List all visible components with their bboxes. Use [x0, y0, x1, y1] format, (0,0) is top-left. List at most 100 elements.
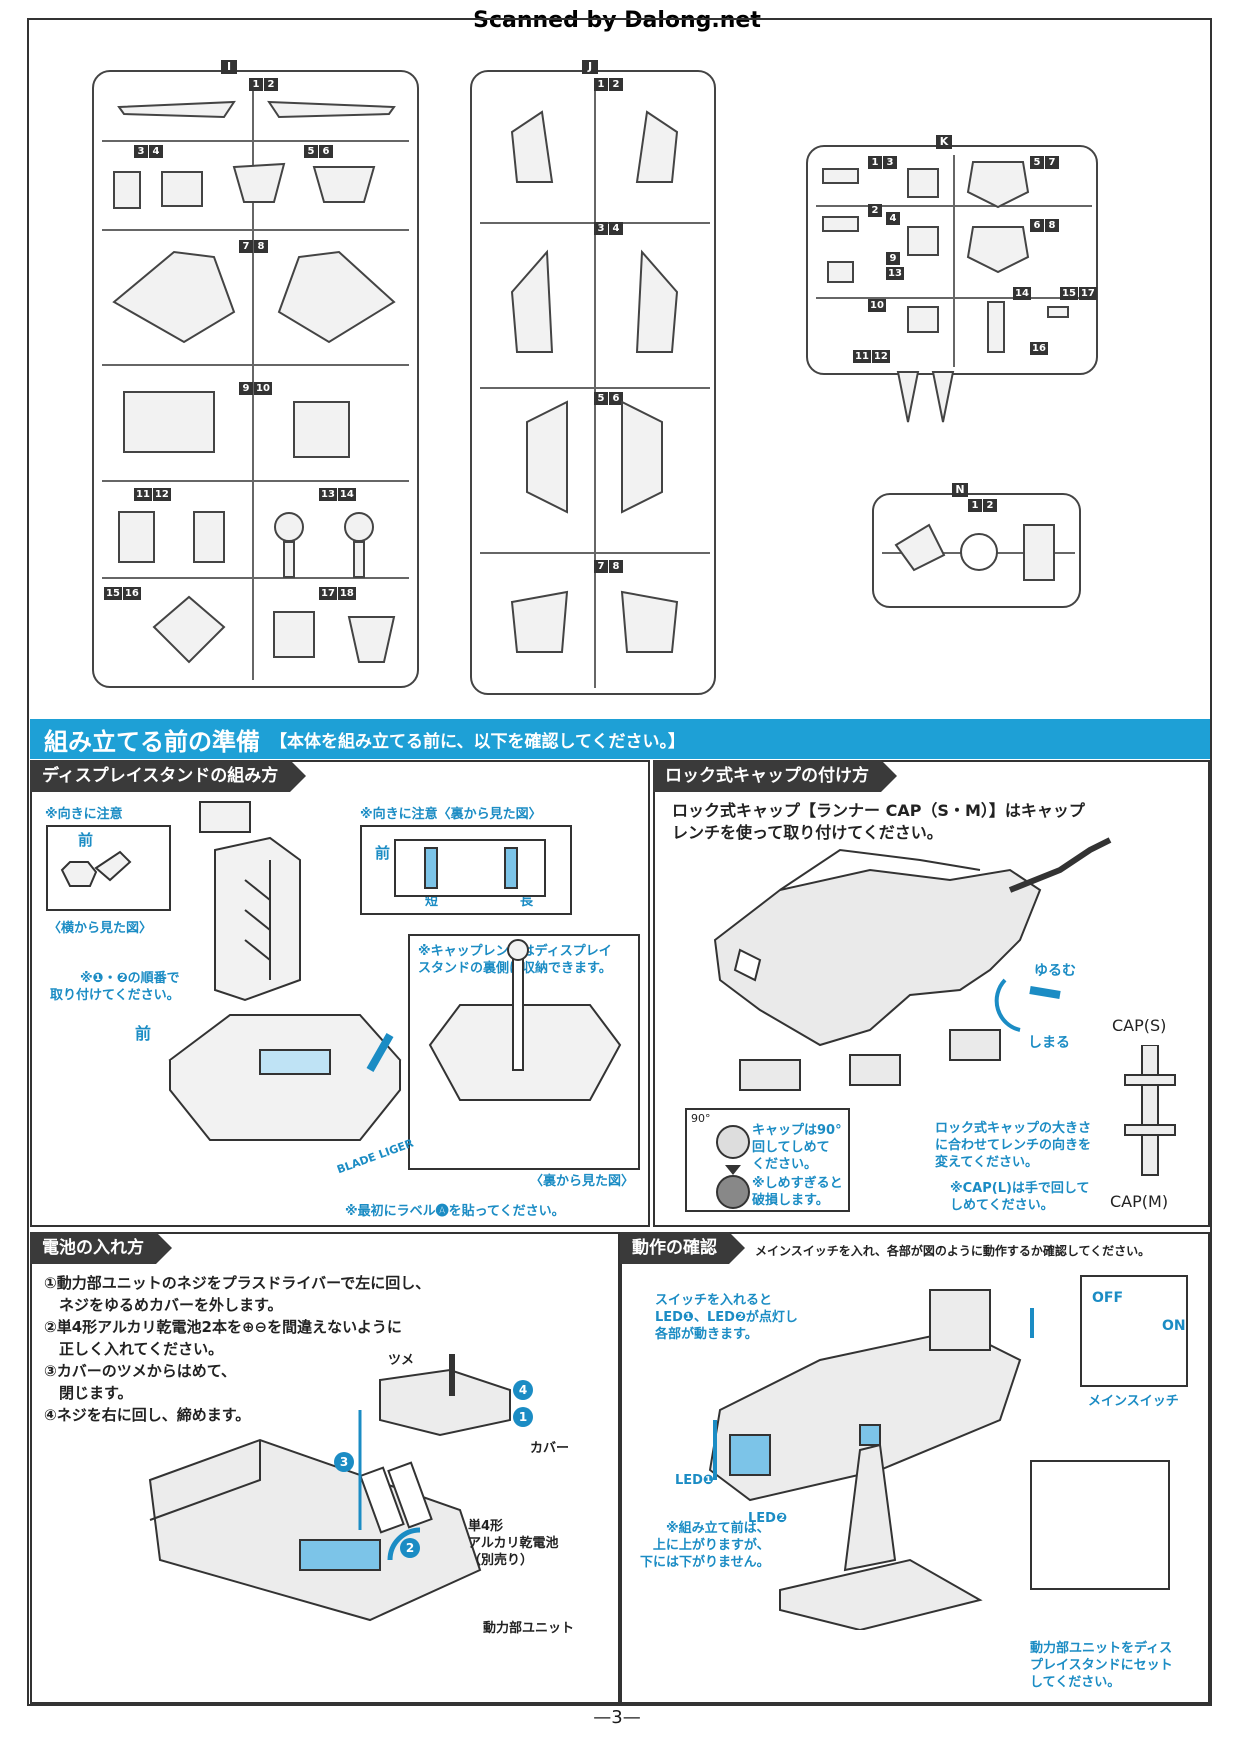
back-view-front: 前: [375, 844, 391, 862]
label-note: ※最初にラベル🅐を貼ってください。: [345, 1204, 565, 1219]
page-number: —3—: [593, 1707, 641, 1728]
battery-section: [30, 1232, 620, 1704]
runner-label-j: J: [582, 60, 598, 74]
part-tag-k-13: 13: [886, 267, 904, 280]
led2-label: LED❷: [748, 1511, 787, 1526]
preparation-banner: 組み立てる前の準備 【本体を組み立てる前に、以下を確認してください。】: [30, 719, 1210, 759]
part-tag-k-4: 4: [886, 212, 900, 225]
lockcap-text: ロック式キャップ【ランナー CAP（S・M）】はキャップ レンチを使って取り付け…: [672, 801, 1085, 842]
part-tag-k-2: 2: [868, 204, 882, 217]
battery-step-marker-3: 3: [334, 1452, 354, 1472]
battery-step-marker-4: 4: [513, 1380, 533, 1400]
tighten-label: しまる: [1028, 1035, 1070, 1051]
side-view-front: 前: [78, 831, 94, 849]
led1-label: LED❶: [675, 1473, 714, 1488]
rotate-note-box: [685, 1108, 850, 1212]
runner-label-i: I: [221, 60, 237, 74]
back-view-box: [360, 825, 572, 915]
runner-j-parts-illustration: [510, 110, 679, 653]
lockcap-section-title: ロック式キャップの付け方: [653, 760, 897, 792]
lockcap-section: [653, 760, 1210, 1227]
back-view-caption: 〈裏から見た図〉: [530, 1174, 635, 1189]
page-frame: [27, 18, 1212, 1706]
operation-section: [620, 1232, 1210, 1704]
power-unit-stand-illustration: [708, 1289, 1034, 1630]
operation-section-title: 動作の確認: [620, 1232, 745, 1264]
battery-step-marker-1: 1: [513, 1407, 533, 1427]
runner-i-parts-illustration: [112, 100, 396, 664]
battery-step-3a: ③カバーのツメからはめて、: [44, 1362, 236, 1380]
part-tag-k-10: 10: [868, 299, 886, 312]
stand-section-title: ディスプレイスタンドの組み方: [30, 760, 307, 792]
runner-label-k: K: [936, 135, 952, 149]
cap-m-label: CAP(M): [1110, 1192, 1169, 1211]
battery-section-title: 電池の入れ方: [30, 1232, 172, 1264]
cap-s-label: CAP(S): [1112, 1016, 1167, 1035]
scan-watermark: Scanned by Dalong.net: [473, 8, 761, 33]
before-assembly-note: ※組み立て前は、 上に上がりますが、 下には下がりません。: [640, 1521, 770, 1570]
set-unit-note: 動力部ユニットをディス プレイスタンドにセット してください。: [1030, 1641, 1173, 1690]
stand-section: [30, 760, 650, 1227]
cover-label: カバー: [530, 1441, 570, 1456]
wrench-storage-box: [408, 934, 640, 1170]
operation-subtitle: メインスイッチを入れ、各部が図のように動作するか確認してください。: [755, 1244, 1151, 1258]
angle-label: 90°: [691, 1112, 711, 1125]
runner-label-n: N: [952, 483, 968, 497]
battery-step-1b: ネジをゆるめカバーを外します。: [44, 1296, 283, 1314]
cap-l-note: ※CAP(L)は手で回して しめてください。: [950, 1181, 1090, 1213]
banner-subtitle: 【本体を組み立てる前に、以下を確認してください。】: [270, 731, 685, 752]
claw-label: ツメ: [388, 1353, 415, 1368]
switch-note: スイッチを入れると LED❶、LED❷が点灯し 各部が動きます。: [655, 1293, 798, 1342]
side-view-caption: 〈横から見た図〉: [48, 921, 153, 936]
battery-step-3b: 閉じます。: [44, 1384, 133, 1402]
cap-wrench-illustration: [1124, 1045, 1176, 1176]
stand-direction-note: ※向きに注意: [45, 807, 123, 822]
banner-title: 組み立てる前の準備: [44, 727, 260, 756]
blade-liger-illustration: [713, 837, 1112, 1091]
battery-step-1a: ①動力部ユニットのネジをプラスドライバーで左に回し、: [44, 1274, 431, 1292]
loosen-label: ゆるむ: [1034, 963, 1076, 979]
main-switch-label: メインスイッチ: [1088, 1394, 1179, 1409]
battery-step-2b: 正しく入れてください。: [44, 1340, 224, 1358]
runner-n-parts-illustration: [894, 523, 1055, 581]
long-label: 長: [520, 894, 534, 909]
rotate-note: キャップは90° 回してしめて ください。: [752, 1123, 842, 1172]
runner-k-parts-illustration: [822, 161, 1069, 423]
part-tag-k-16: 16: [1030, 342, 1048, 355]
switch-off-label: OFF: [1092, 1290, 1124, 1306]
display-stand-illustration: [60, 801, 622, 1141]
power-unit-label: 動力部ユニット: [483, 1621, 575, 1636]
rotate-illustration: [716, 1125, 750, 1209]
battery-type-label: 単4形 アルカリ乾電池 （別売り）: [468, 1519, 559, 1568]
part-tag-k-9: 9: [886, 252, 900, 265]
short-label: 短: [425, 894, 439, 909]
overtighten-note: ※しめすぎると 破損します。: [752, 1176, 843, 1208]
stand-set-detail-box: [1030, 1460, 1170, 1590]
size-note: ロック式キャップの大きさ に合わせてレンチの向きを 変えてください。: [935, 1121, 1092, 1170]
battery-step-2a: ②単4形アルカリ乾電池2本を⊕⊖を間違えないように: [44, 1318, 402, 1336]
stand-front-arrow: 前: [135, 1024, 152, 1043]
back-view-direction-note: ※向きに注意〈裏から見た図〉: [360, 807, 542, 822]
side-view-box: [46, 825, 171, 911]
